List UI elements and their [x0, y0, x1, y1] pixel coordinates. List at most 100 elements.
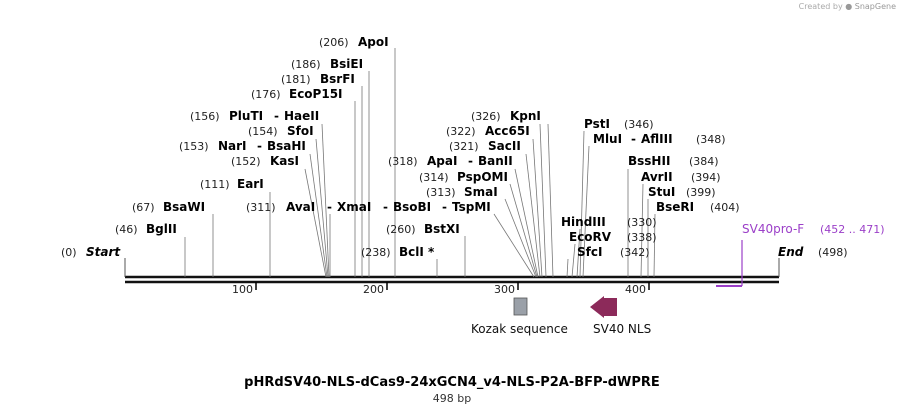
end-position: (498): [818, 246, 848, 259]
enzyme-bseri: BseRI: [656, 200, 694, 214]
enzyme-pos-bcli: (238): [361, 246, 391, 259]
enzyme-pos-bsrfi: (181): [281, 73, 311, 86]
enzyme-pos-smai: (313): [426, 186, 456, 199]
ruler-label-400: 400: [625, 283, 646, 296]
enzyme-bsiei: BsiEI: [330, 57, 363, 71]
enzyme-pos-bsiei: (186): [291, 58, 321, 71]
enzyme-pos-bseri: (404): [710, 201, 740, 214]
enzyme-leader-lines: [184, 48, 656, 278]
enzyme-bcli: BclI *: [399, 245, 435, 259]
enzyme-sacii: SacII: [488, 139, 521, 153]
enzyme-avrii: AvrII: [641, 170, 673, 184]
leader-sfoi: [315, 138, 329, 278]
enzyme-pos-pspomi: (314): [419, 171, 449, 184]
ruler-label-300: 300: [494, 283, 515, 296]
enzyme-pos-avrii: (394): [691, 171, 721, 184]
leader-apai: [514, 168, 539, 278]
enzyme-hindiii: HindIII: [561, 215, 606, 229]
leader-ecorv: [571, 243, 576, 278]
enzyme-bsshii: BssHII: [628, 154, 670, 168]
leader-psti: [579, 130, 585, 278]
enzyme-pos-ecop15i: (176): [251, 88, 281, 101]
enzyme-pos-psti: (346): [624, 118, 654, 131]
leader-pluti: [321, 123, 330, 278]
ruler-label-200: 200: [363, 283, 384, 296]
enzyme-dash-1: -: [257, 139, 262, 153]
enzyme-bsawi: BsaWI: [163, 200, 205, 214]
enzyme-pos-bstxi: (260): [386, 223, 416, 236]
enzyme-nari: NarI: [218, 139, 247, 153]
end-label: End: [778, 245, 804, 259]
enzyme-sfoi: SfoI: [287, 124, 314, 138]
start-position: (0): [61, 246, 77, 259]
enzyme-bsobi: BsoBI: [393, 200, 431, 214]
enzyme-pos-ecorv: (338): [627, 231, 657, 244]
leader-bseri: [653, 213, 656, 278]
enzyme-haeii: HaeII: [284, 109, 319, 123]
sequence-length: 498 bp: [432, 392, 472, 405]
enzyme-pos-avai: (311): [246, 201, 276, 214]
enzyme-pos-bsawi: (67): [132, 201, 155, 214]
enzyme-pos-sacii: (321): [449, 140, 479, 153]
leader-sacii: [525, 153, 541, 278]
enzyme-pos-sfci: (342): [620, 246, 650, 259]
enzyme-tspmi: TspMI: [452, 200, 491, 214]
enzyme-avai: AvaI: [286, 200, 315, 214]
enzyme-dash-4: -: [383, 200, 388, 214]
enzyme-pos-apai: (318): [388, 155, 418, 168]
enzyme-pos-kasi: (152): [231, 155, 261, 168]
leader-mlui: [582, 145, 590, 278]
enzyme-dash-6: -: [468, 154, 473, 168]
enzyme-pos-sfoi: (154): [248, 125, 278, 138]
enzyme-pos-kpni: (326): [471, 110, 501, 123]
enzyme-psti: PstI: [584, 117, 610, 131]
snapgene-logo-icon: ●: [845, 2, 853, 11]
snapgene-credit: Created by ● SnapGene: [799, 2, 896, 11]
start-label: Start: [86, 245, 121, 259]
leader-tspmi: [493, 213, 535, 278]
leader-nari: [309, 153, 328, 278]
ruler-label-100: 100: [232, 283, 253, 296]
sv40-nls-feature[interactable]: [590, 296, 617, 318]
enzyme-kasi: KasI: [270, 154, 299, 168]
enzyme-pluti: PluTI: [229, 109, 263, 123]
leader-avrii: [640, 183, 644, 278]
enzyme-acc65i: Acc65I: [485, 124, 530, 138]
enzyme-pos-nari: (153): [179, 140, 209, 153]
enzyme-dash-7: -: [631, 132, 636, 146]
enzyme-pos-eari: (111): [200, 178, 230, 191]
enzyme-dash-2: -: [274, 109, 279, 123]
leader-sfci: [566, 258, 569, 278]
enzyme-bsahi: BsaHI: [267, 139, 306, 153]
leader-pspomi: [509, 183, 538, 278]
enzyme-bglii: BglII: [146, 222, 177, 236]
enzyme-apoi: ApoI: [358, 35, 389, 49]
enzyme-banii: BanII: [478, 154, 513, 168]
kozak-sequence-feature[interactable]: [513, 297, 528, 316]
enzyme-pos-acc65i: (322): [446, 125, 476, 138]
credit-brand: SnapGene: [854, 2, 896, 11]
enzyme-pos-bglii: (46): [115, 223, 138, 236]
enzyme-pos-stui: (399): [686, 186, 716, 199]
enzyme-kpni: KpnI: [510, 109, 541, 123]
enzyme-ecop15i: EcoP15I: [289, 87, 343, 101]
enzyme-mlui: MluI: [593, 132, 622, 146]
enzyme-pos-pluti: (156): [190, 110, 220, 123]
enzyme-dash-3: -: [327, 200, 332, 214]
credit-text: Created by: [798, 2, 843, 11]
leader-kpni-2: [547, 123, 554, 278]
enzyme-bstxi: BstXI: [424, 222, 460, 236]
primer-name[interactable]: SV40pro-F: [742, 222, 804, 236]
enzyme-bsrfi: BsrFI: [320, 72, 355, 86]
primer-range: (452 .. 471): [820, 223, 885, 236]
leader-kasi: [304, 168, 327, 278]
sv40-nls-label: SV40 NLS: [593, 322, 651, 336]
enzyme-pos-hindiii: (330): [627, 216, 657, 229]
leader-smai: [504, 198, 537, 278]
leader-kpni: [539, 123, 547, 278]
enzyme-xmai: XmaI: [337, 200, 371, 214]
map-title: pHRdSV40-NLS-dCas9-24xGCN4_v4-NLS-P2A-BF…: [244, 375, 660, 390]
enzyme-smai: SmaI: [464, 185, 498, 199]
enzyme-dash-5: -: [442, 200, 447, 214]
enzyme-pos-apoi: (206): [319, 36, 349, 49]
